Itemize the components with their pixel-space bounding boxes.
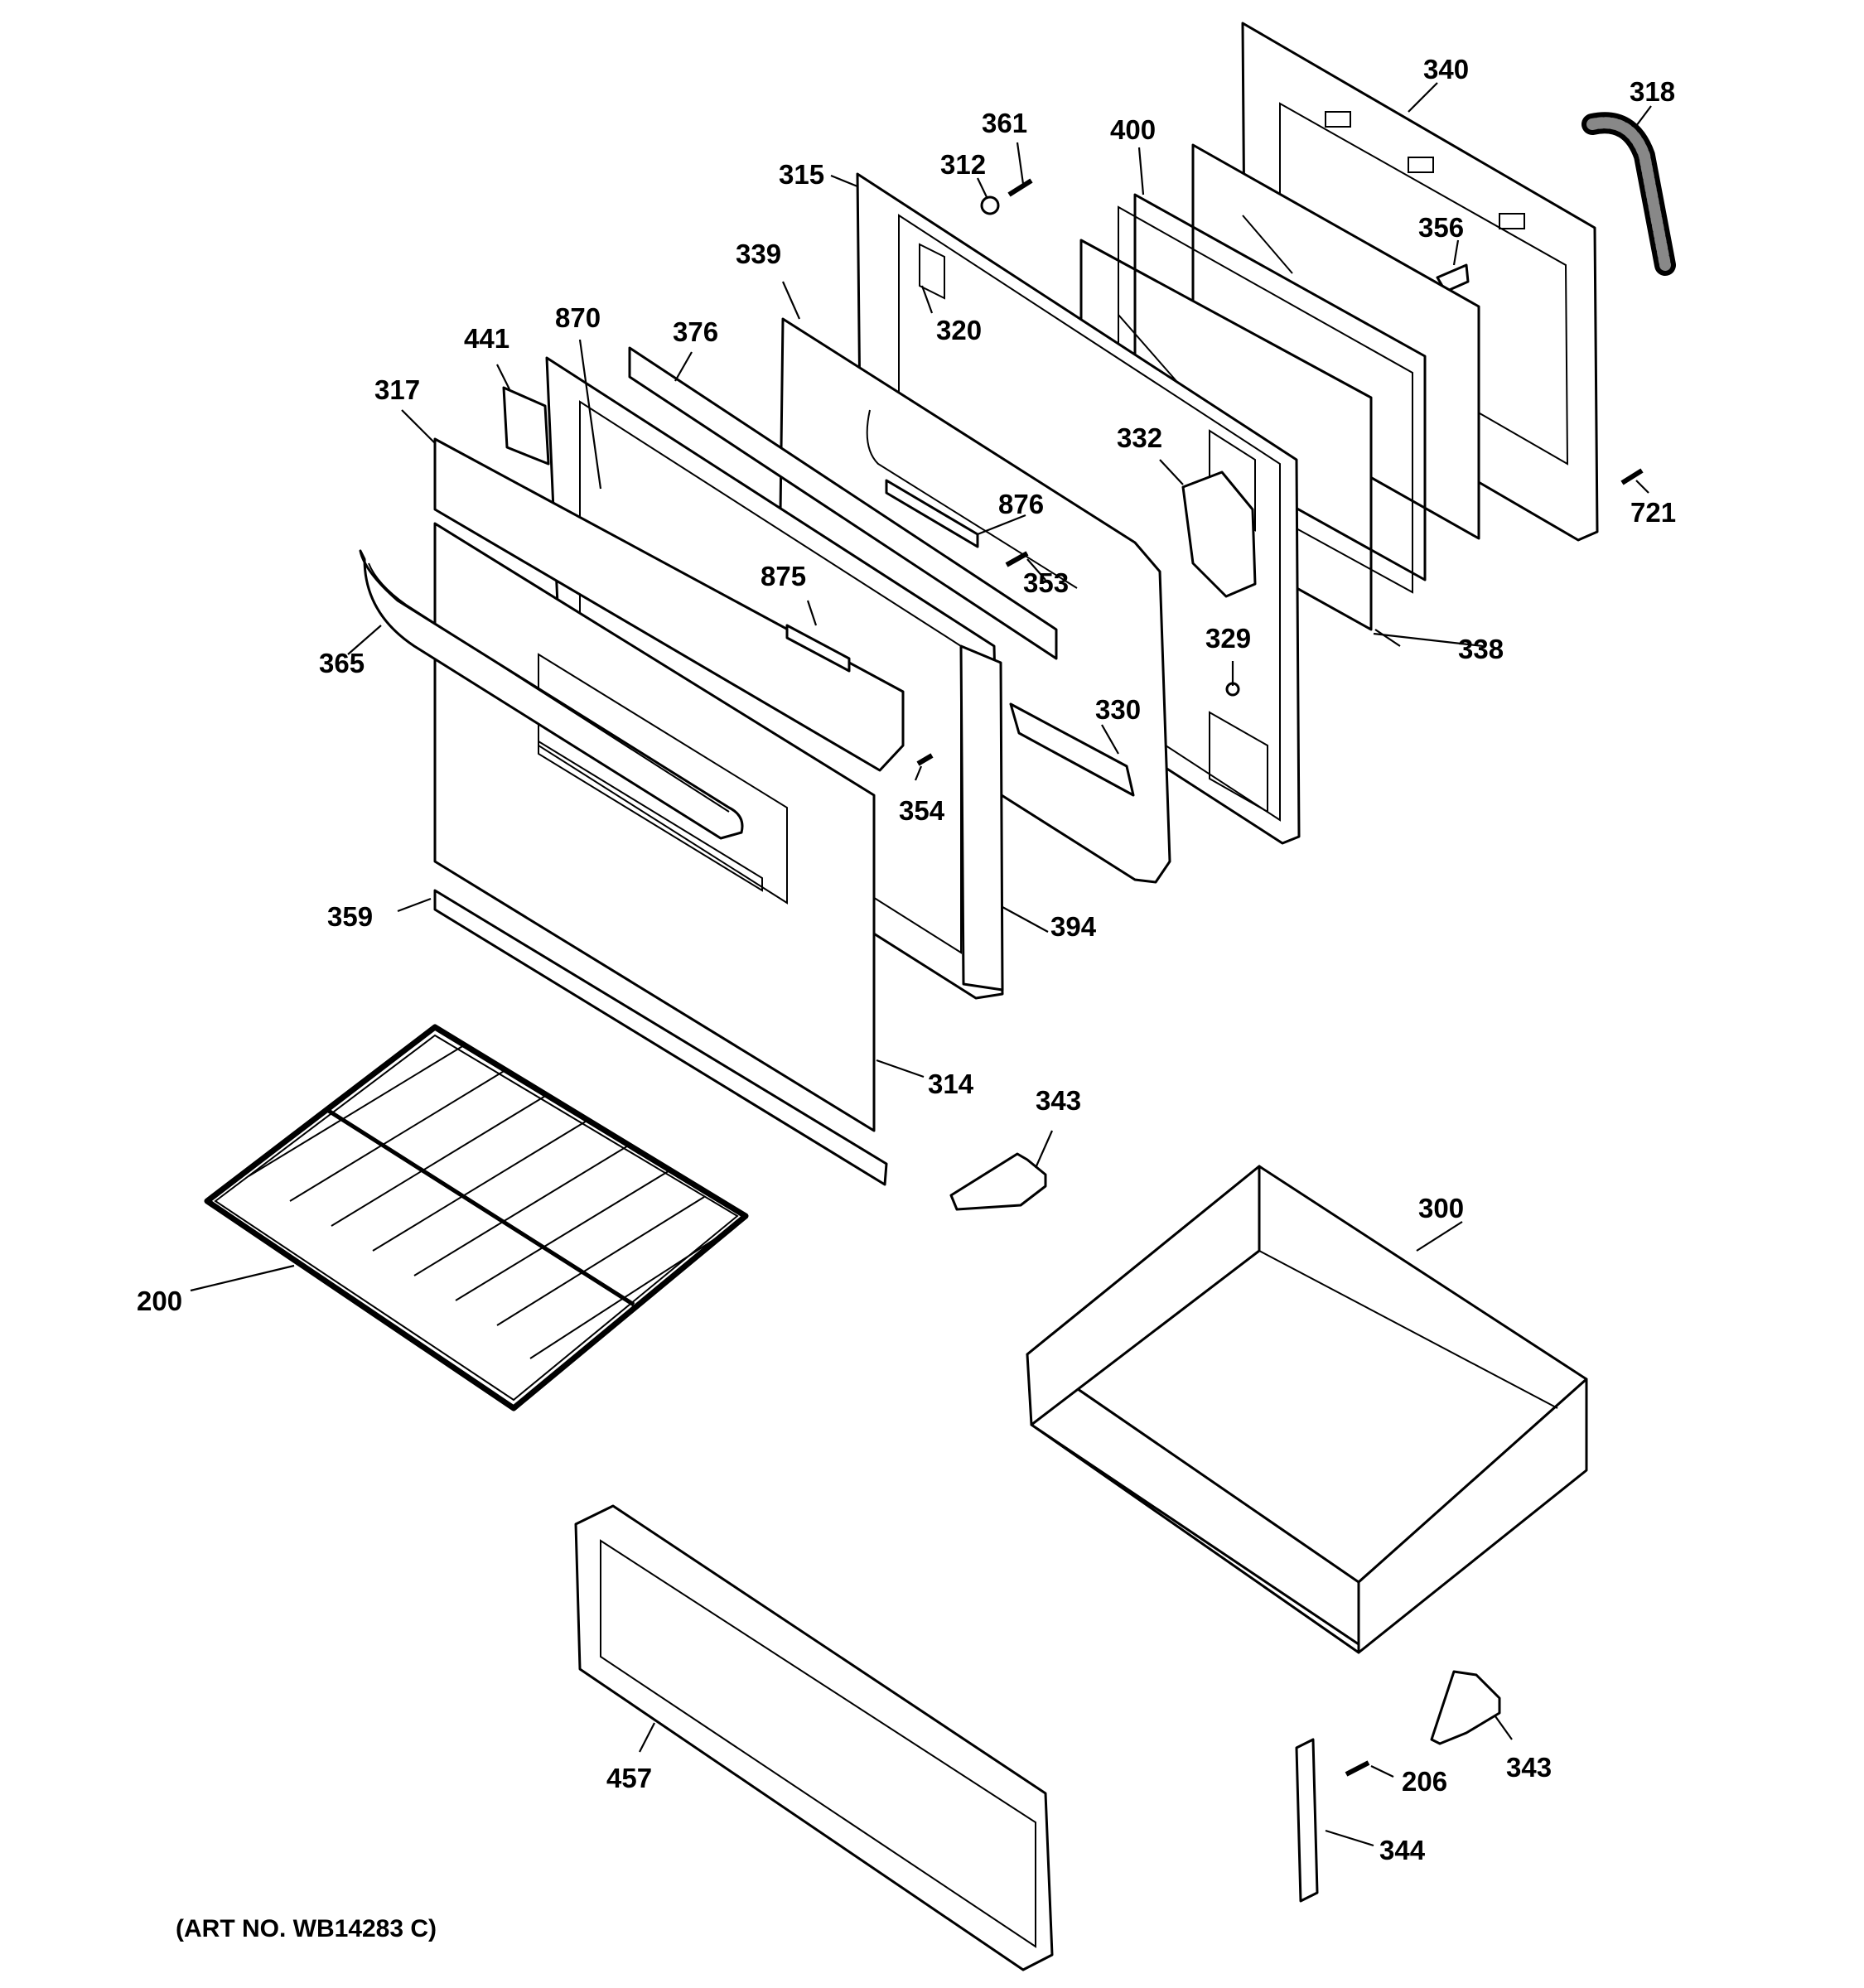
part-door-handle <box>359 549 744 840</box>
art-number-caption: (ART NO. WB14283 C) <box>176 1915 437 1942</box>
callout-314: 314 <box>928 1069 974 1099</box>
part-bracket-344 <box>1295 1738 1319 1903</box>
part-storage-drawer <box>1026 1165 1588 1654</box>
callout-354: 354 <box>899 795 945 826</box>
part-vertical-bar-394 <box>959 644 1004 992</box>
part-screw-206 <box>1345 1760 1370 1777</box>
callout-332: 332 <box>1117 422 1162 453</box>
callout-365: 365 <box>319 648 365 678</box>
callout-200: 200 <box>137 1286 182 1316</box>
part-strip-875 <box>785 624 851 673</box>
part-oven-rack <box>204 1024 749 1411</box>
callout-340: 340 <box>1423 54 1469 84</box>
part-hinge-receiver-lower <box>1430 1670 1501 1745</box>
part-top-channel-376 <box>628 346 1058 660</box>
callout-359: 359 <box>327 901 373 932</box>
callout-329: 329 <box>1205 623 1251 654</box>
callout-441: 441 <box>464 323 509 354</box>
callout-457: 457 <box>606 1763 652 1793</box>
part-drawer-front <box>574 1504 1054 1971</box>
part-strip-876 <box>885 479 979 548</box>
callout-721: 721 <box>1630 497 1676 528</box>
callout-206: 206 <box>1402 1766 1447 1797</box>
callout-labels: 340 318 361 400 312 315 356 339 320 870 … <box>137 54 1676 1865</box>
callout-317: 317 <box>374 374 420 405</box>
callout-343-lower: 343 <box>1506 1752 1552 1783</box>
callout-312: 312 <box>940 149 986 180</box>
callout-870: 870 <box>555 302 601 333</box>
part-hinge-receiver-upper <box>949 1152 1047 1211</box>
callout-339: 339 <box>736 239 781 269</box>
callout-875: 875 <box>761 561 806 591</box>
part-strip-330 <box>1009 702 1135 797</box>
leader-lines <box>190 82 1652 1847</box>
callout-876: 876 <box>998 489 1044 519</box>
callout-300: 300 <box>1418 1193 1464 1223</box>
part-hinge-441 <box>502 386 550 466</box>
callout-315: 315 <box>779 159 824 190</box>
callout-330: 330 <box>1095 694 1141 725</box>
callout-338: 338 <box>1458 634 1504 664</box>
part-bracket-332 <box>1181 470 1257 598</box>
small-fasteners <box>916 178 1644 766</box>
callout-320: 320 <box>936 315 982 345</box>
part-door-gasket <box>1582 112 1676 276</box>
callout-318: 318 <box>1630 76 1675 107</box>
callout-400: 400 <box>1110 114 1156 145</box>
callout-344: 344 <box>1379 1835 1426 1865</box>
callout-343-upper: 343 <box>1036 1085 1081 1116</box>
part-bottom-trim-359 <box>433 889 888 1186</box>
callout-353: 353 <box>1023 567 1069 598</box>
callout-361: 361 <box>982 108 1027 138</box>
callout-394: 394 <box>1050 911 1097 942</box>
callout-376: 376 <box>673 316 718 347</box>
callout-356: 356 <box>1418 212 1464 243</box>
